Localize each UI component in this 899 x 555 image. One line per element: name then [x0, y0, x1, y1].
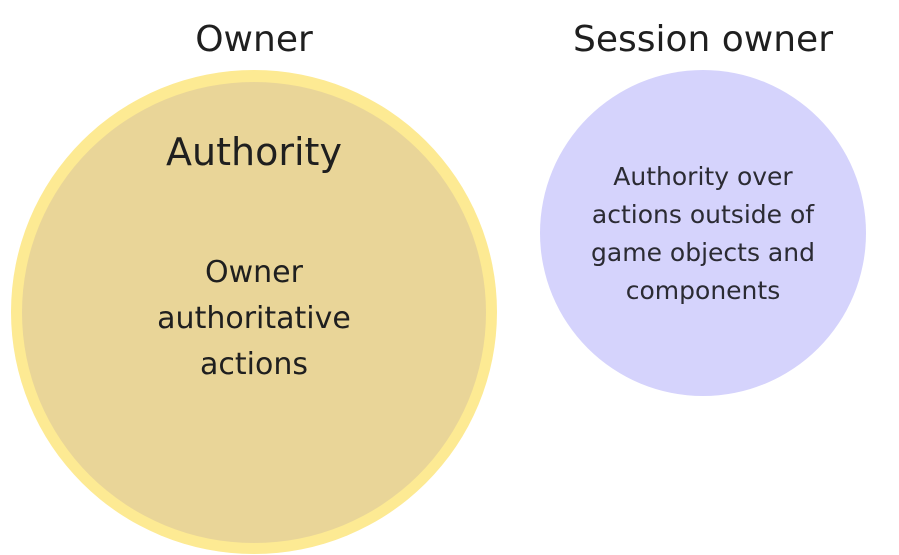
owner-actions-line: actions — [200, 347, 308, 382]
session-owner-line: Authority over — [613, 162, 793, 191]
session-owner-text: Authority over actions outside of game o… — [553, 158, 853, 310]
session-owner-circle — [540, 70, 866, 396]
session-owner-line: game objects and — [591, 238, 815, 267]
authority-label: Authority — [166, 130, 342, 174]
session-owner-title: Session owner — [572, 19, 834, 60]
owner-actions-text: Owner authoritative actions — [104, 250, 404, 388]
session-owner-line: components — [625, 276, 781, 305]
owner-title: Owner — [195, 19, 313, 60]
owner-circle-inner — [22, 82, 486, 543]
session-owner-line: actions outside of — [591, 200, 815, 229]
owner-actions-line: authoritative — [157, 301, 351, 336]
owner-actions-line: Owner — [205, 255, 303, 290]
